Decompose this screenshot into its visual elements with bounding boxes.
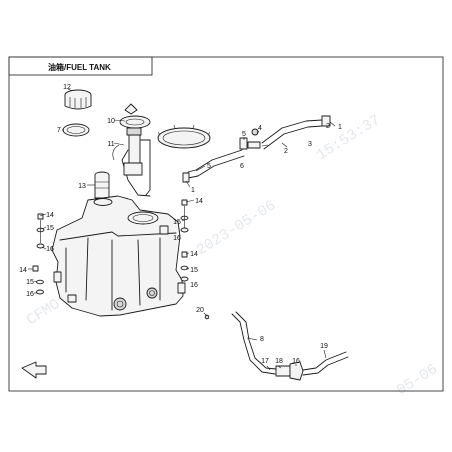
left-fastener-stack-bottom [32, 265, 44, 295]
callout-11: 11 [107, 141, 114, 148]
callout-12: 12 [63, 84, 71, 91]
fuel-pump-assembly [112, 103, 151, 197]
leader-lines [28, 88, 336, 371]
left-fastener-stack-top [36, 213, 45, 249]
callout-18: 18 [275, 358, 283, 365]
drain-hose-routing [204, 311, 349, 381]
callout-1-top: 1 [338, 124, 342, 131]
callout-3: 3 [308, 141, 312, 148]
callout-6: 6 [240, 163, 244, 170]
callout-15-right-top: 15 [173, 219, 181, 226]
pump-lock-ring [157, 124, 211, 149]
callout-16-right-top: 16 [173, 235, 181, 242]
callout-labels: 12 7 10 11 13 14 15 16 14 15 16 14 15 16… [19, 84, 342, 365]
callout-10: 10 [107, 118, 115, 125]
callout-20: 20 [196, 307, 204, 314]
callout-15-left-top: 15 [46, 225, 54, 232]
callout-14-left-top: 14 [46, 212, 54, 219]
vent-hose-routing [182, 115, 331, 183]
callout-13: 13 [78, 183, 86, 190]
right-fastener-stack-bottom [180, 251, 189, 282]
callout-16-left-bottom: 16 [26, 291, 34, 298]
cap-seal-ring [62, 123, 90, 137]
callout-5-upper: 5 [242, 131, 246, 138]
callout-14-right-bottom: 14 [190, 251, 198, 258]
callout-17: 17 [261, 358, 269, 365]
callout-2-top: 2 [326, 123, 330, 130]
callout-15-left-bottom: 15 [26, 279, 34, 286]
callout-15-right-bottom: 15 [190, 267, 198, 274]
diagram-frame [8, 56, 444, 392]
callout-1-clamp: 1 [191, 187, 195, 194]
page-title: 油箱/FUEL TANK [48, 62, 111, 72]
callout-14-right-top: 14 [195, 198, 203, 205]
watermark-date: 2023-05-06 [194, 197, 279, 259]
watermark-prefix: CFMO [24, 296, 64, 330]
callout-14-left-bottom: 14 [19, 267, 27, 274]
title-box [8, 56, 153, 76]
callout-8: 8 [260, 336, 264, 343]
callout-4: 4 [258, 125, 262, 132]
watermark-date-fragment: 05-06 [394, 361, 441, 399]
callout-16-hose: 16 [292, 358, 300, 365]
callout-2-hose: 2 [284, 148, 288, 155]
callout-16-left-top: 16 [46, 246, 54, 253]
filler-neck [94, 171, 110, 199]
callout-19: 19 [320, 343, 328, 350]
callout-7: 7 [57, 127, 61, 134]
fuel-cap [64, 89, 92, 110]
callout-5-lower: 5 [207, 163, 211, 170]
right-fastener-stack-top [180, 199, 189, 233]
fuel-tank-body [51, 195, 186, 317]
front-direction-arrow-icon [21, 361, 47, 379]
callout-16-right-bottom: 16 [190, 282, 198, 289]
